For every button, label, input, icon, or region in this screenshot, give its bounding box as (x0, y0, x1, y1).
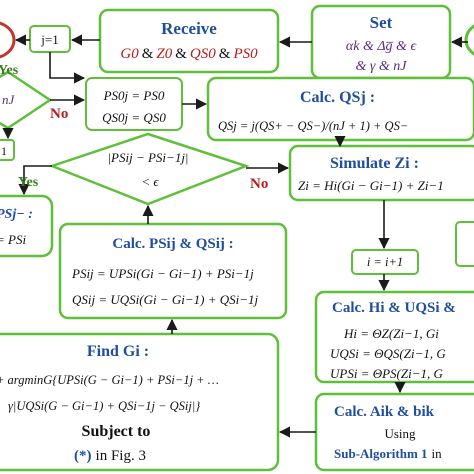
calc-ab-using: Using (384, 426, 416, 441)
left-one-box (0, 139, 15, 161)
set-title: Set (370, 13, 393, 32)
arrow-j-pinit (49, 52, 86, 84)
i-inc-box (351, 249, 419, 275)
find-g-line2: γ|UQSi(G − Gi−1) + QSi−1j − QSij|} (8, 399, 200, 413)
find-g-box (0, 332, 280, 472)
yes-mid-label: Yes (18, 175, 39, 190)
calc-psqs-title: Calc. PSij & QSij : (112, 236, 233, 252)
convergence-diamond (48, 132, 250, 206)
receive-vars: G0&Z0&QS0&PS0 (120, 46, 258, 62)
p-init-line2: QS0j = QS0 (102, 110, 166, 125)
right-edge-box (455, 221, 474, 267)
simulate-formula: Zi = Hi(Gi − Gi−1) + Zi−1 (298, 178, 444, 193)
simulate-title: Simulate Zi : (330, 155, 419, 172)
calc-h-title: Calc. Hi & UQSi & (332, 300, 456, 316)
left-one-text: 1 (1, 144, 7, 158)
p-init-line1: PS0j = PS0 (103, 88, 165, 103)
ps-left-line2: = PSi (0, 232, 26, 247)
calc-psqs-box (58, 222, 288, 320)
receive-title: Receive (161, 19, 217, 38)
calc-psqs-line2: QSij = UQSi(Gi − Gi−1) + QSi−1j (72, 292, 259, 307)
find-g-title: Find Gi : (87, 343, 149, 360)
ps-left-line1: PSj− : (0, 207, 33, 222)
find-g-subject: Subject to (82, 423, 151, 440)
set-line2: & γ & nJ (355, 59, 407, 74)
find-g-line1: + argminG{UPSi(G − Gi−1) + PSi−1j + … (0, 373, 219, 387)
no-mid-label: No (250, 176, 268, 192)
calc-h-line2: UQSi = ΘQS(Zi−1, G (330, 346, 446, 361)
calc-h-line1: Hi = ΘZ(Zi−1, Gi (343, 326, 439, 341)
find-g-ref: (*)in Fig. 3 (74, 448, 146, 464)
end-oval (464, 24, 474, 56)
left-nj: nJ (2, 92, 16, 107)
receive-box (98, 8, 280, 74)
ps-left-box (0, 194, 54, 258)
calc-qs-formula: QSj = j(QS+ − QS−)/(nJ + 1) + QS− (218, 119, 408, 133)
left-yes-top: Yes (0, 63, 19, 78)
set-line1: αk & Δg̅ & ϵ (346, 39, 418, 54)
calc-qs-title: Calc. QSj : (300, 89, 375, 106)
start-oval (0, 21, 16, 59)
i-inc-text: i = i+1 (367, 255, 403, 269)
conv-line2: < ϵ (141, 174, 159, 189)
arrow-conv-psleft (18, 165, 52, 196)
init-j-text: j=1 (40, 32, 58, 47)
simulate-box (288, 144, 474, 202)
calc-h-line3: UPSi = ΘPS(Zi−1, G (330, 366, 443, 381)
calc-psqs-line1: PSij = UPSi(Gi − Gi−1) + PSi−1j (71, 266, 254, 281)
conv-line1: |PSij − PSi−1j| (107, 150, 188, 165)
no-top-label: No (50, 106, 68, 122)
calc-ab-title: Calc. Aik & bik (334, 404, 435, 420)
